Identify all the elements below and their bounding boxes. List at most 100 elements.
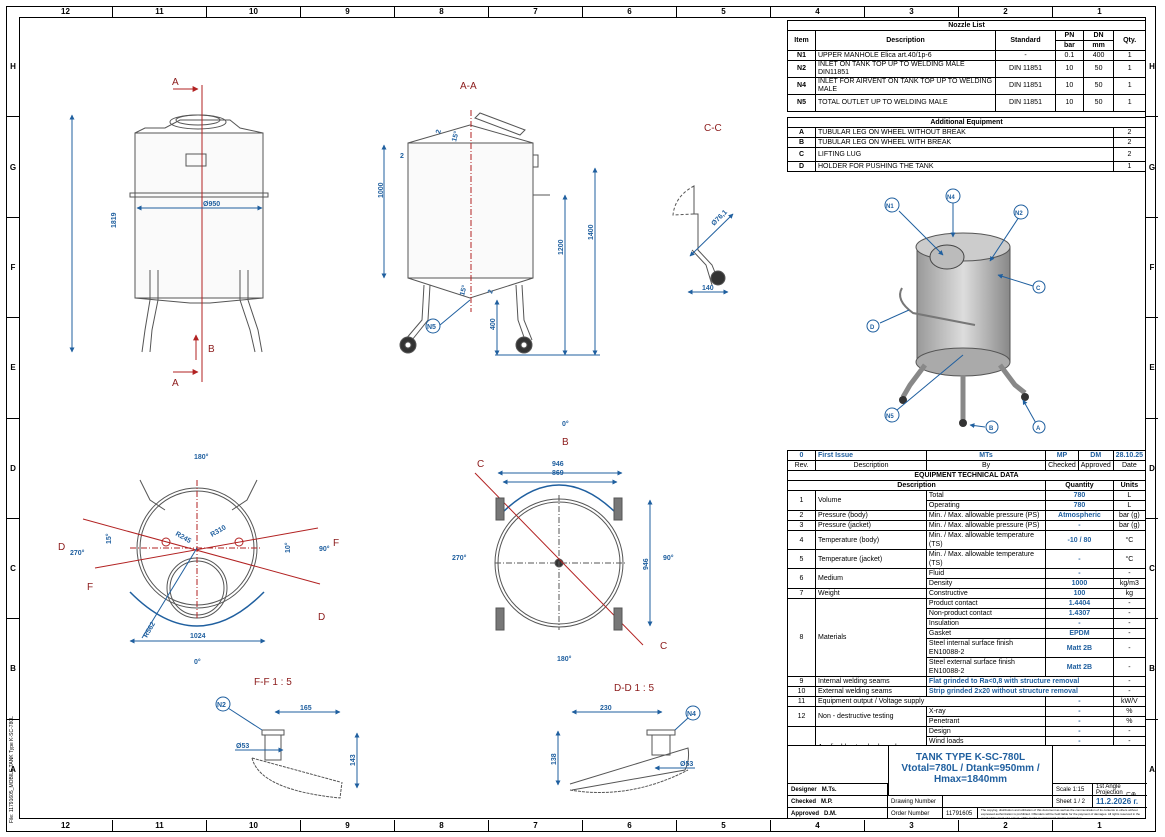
tech-units: -	[1112, 608, 1147, 619]
svg-text:N2: N2	[217, 702, 226, 709]
tech-row-number: 8	[787, 598, 816, 677]
tech-units: %	[1112, 706, 1147, 717]
zone-row-label: E	[7, 318, 19, 419]
isometric-view: N1 N4 N2 C D N5 B A	[866, 188, 1046, 434]
technical-data-title: EQUIPMENT TECHNICAL DATA	[787, 470, 1146, 481]
header-pn: PN	[1055, 30, 1084, 41]
iso-tank	[899, 232, 1029, 427]
section-mark-a-bottom: A	[172, 378, 179, 389]
tech-param: Min. / Max. allowable temperature (TS)	[925, 530, 1047, 550]
angle-270-bottom: 270°	[452, 554, 467, 562]
section-mark-d-right: D	[318, 612, 325, 623]
zone-column-label: 8	[395, 6, 489, 17]
tech-row-number: 12	[787, 706, 816, 727]
tech-quantity: Matt 2B	[1045, 657, 1114, 677]
tech-param: Total	[925, 490, 1047, 501]
header-pn-unit: bar	[1055, 40, 1084, 51]
nozzle-standard: DIN 11851	[995, 60, 1056, 78]
zone-row-label: B	[1146, 619, 1158, 720]
angle-0: 0°	[194, 658, 201, 666]
plan-view-bottom	[474, 470, 653, 646]
nozzle-dn: 50	[1082, 60, 1115, 78]
nozzle-description: INLET ON TANK TOP UP TO WELDING MALE DIN…	[815, 60, 996, 78]
zone-column-label: 1	[1097, 821, 1102, 830]
zone-row-label: D	[1146, 419, 1158, 519]
tech-row-name: Temperature (body)	[815, 530, 927, 550]
zone-column-label: 9	[301, 820, 395, 831]
designer-value: M.Ts.	[821, 787, 837, 793]
tech-units: -	[1112, 568, 1147, 579]
header-standard: Standard	[995, 30, 1056, 51]
tech-param: Steel internal surface finish EN10088-2	[925, 638, 1047, 658]
svg-text:N4: N4	[687, 711, 696, 718]
svg-text:N1: N1	[886, 204, 894, 210]
equipment-item: B	[787, 137, 816, 148]
order-number-value: 11791605	[943, 808, 978, 819]
tech-units: -	[1112, 628, 1147, 639]
dim-total-height: 1819	[111, 212, 118, 228]
iso-callout-c: C	[1032, 280, 1046, 294]
angle-270: 270°	[70, 549, 85, 557]
approved-label: Approved	[791, 811, 820, 817]
callout-n2: N2	[215, 696, 231, 712]
copyright-notice: The copying, distribution and utilizatio…	[981, 808, 1141, 819]
dim-angle-10: 10°	[284, 542, 292, 553]
sheet-label: Sheet 1 / 2	[1053, 796, 1093, 807]
tech-header-description: Description	[786, 480, 1047, 491]
zone-column-label: 2	[959, 820, 1053, 831]
dim-ff-165: 165	[300, 705, 312, 712]
nozzle-pn: 0.1	[1055, 50, 1084, 61]
nozzle-pn: 10	[1055, 94, 1084, 112]
tech-quantity: 780	[1045, 500, 1114, 511]
order-number-label: Order Number	[888, 808, 943, 819]
equipment-qty: 2	[1113, 147, 1146, 162]
drawing-number-value	[943, 796, 1053, 807]
section-aa-title: A-A	[460, 81, 477, 92]
zone-row-label: H	[1146, 17, 1158, 118]
zone-column-label: 7	[489, 6, 583, 17]
tech-param: Penetrant	[925, 716, 1047, 727]
zone-column-label: 1	[1097, 7, 1102, 16]
dim-outlet-height: 400	[490, 318, 497, 330]
angle-90-bottom: 90°	[663, 554, 674, 562]
callout-n4: N4	[685, 705, 701, 721]
drawing-number-label: Drawing Number	[888, 796, 943, 807]
tech-value: Strip grinded 2x20 without structure rem…	[925, 686, 1114, 697]
equipment-description: HOLDER FOR PUSHING THE TANK	[815, 161, 1114, 172]
section-aa-view	[381, 110, 600, 356]
tech-units: °C	[1112, 549, 1147, 569]
zone-column-label: 5	[677, 6, 771, 17]
tech-param: Min. / Max. allowable pressure (PS)	[925, 510, 1047, 521]
section-mark-a-top: A	[172, 77, 179, 88]
tech-row-name: Weight	[815, 588, 927, 599]
nozzle-standard: DIN 11851	[995, 77, 1056, 95]
tech-quantity: -	[1045, 726, 1114, 737]
tech-row-number: 11	[787, 696, 816, 707]
nozzle-list-title: Nozzle List	[787, 20, 1146, 31]
zone-column-label: 2	[959, 6, 1053, 17]
zone-column-label: 10	[207, 6, 301, 17]
tech-row-name: Pressure (body)	[815, 510, 927, 521]
dim-holder-height: 1200	[558, 239, 565, 255]
nozzle-pn: 10	[1055, 77, 1084, 95]
dim-869: 869	[552, 470, 564, 477]
tech-row-number: 5	[787, 549, 816, 569]
tech-units: bar (g)	[1112, 510, 1147, 521]
section-mark-c-top: C	[477, 459, 484, 470]
tech-param: Product contact	[925, 598, 1047, 609]
tech-quantity: -	[1045, 716, 1114, 727]
scale-label: Scale 1:15	[1053, 783, 1093, 795]
